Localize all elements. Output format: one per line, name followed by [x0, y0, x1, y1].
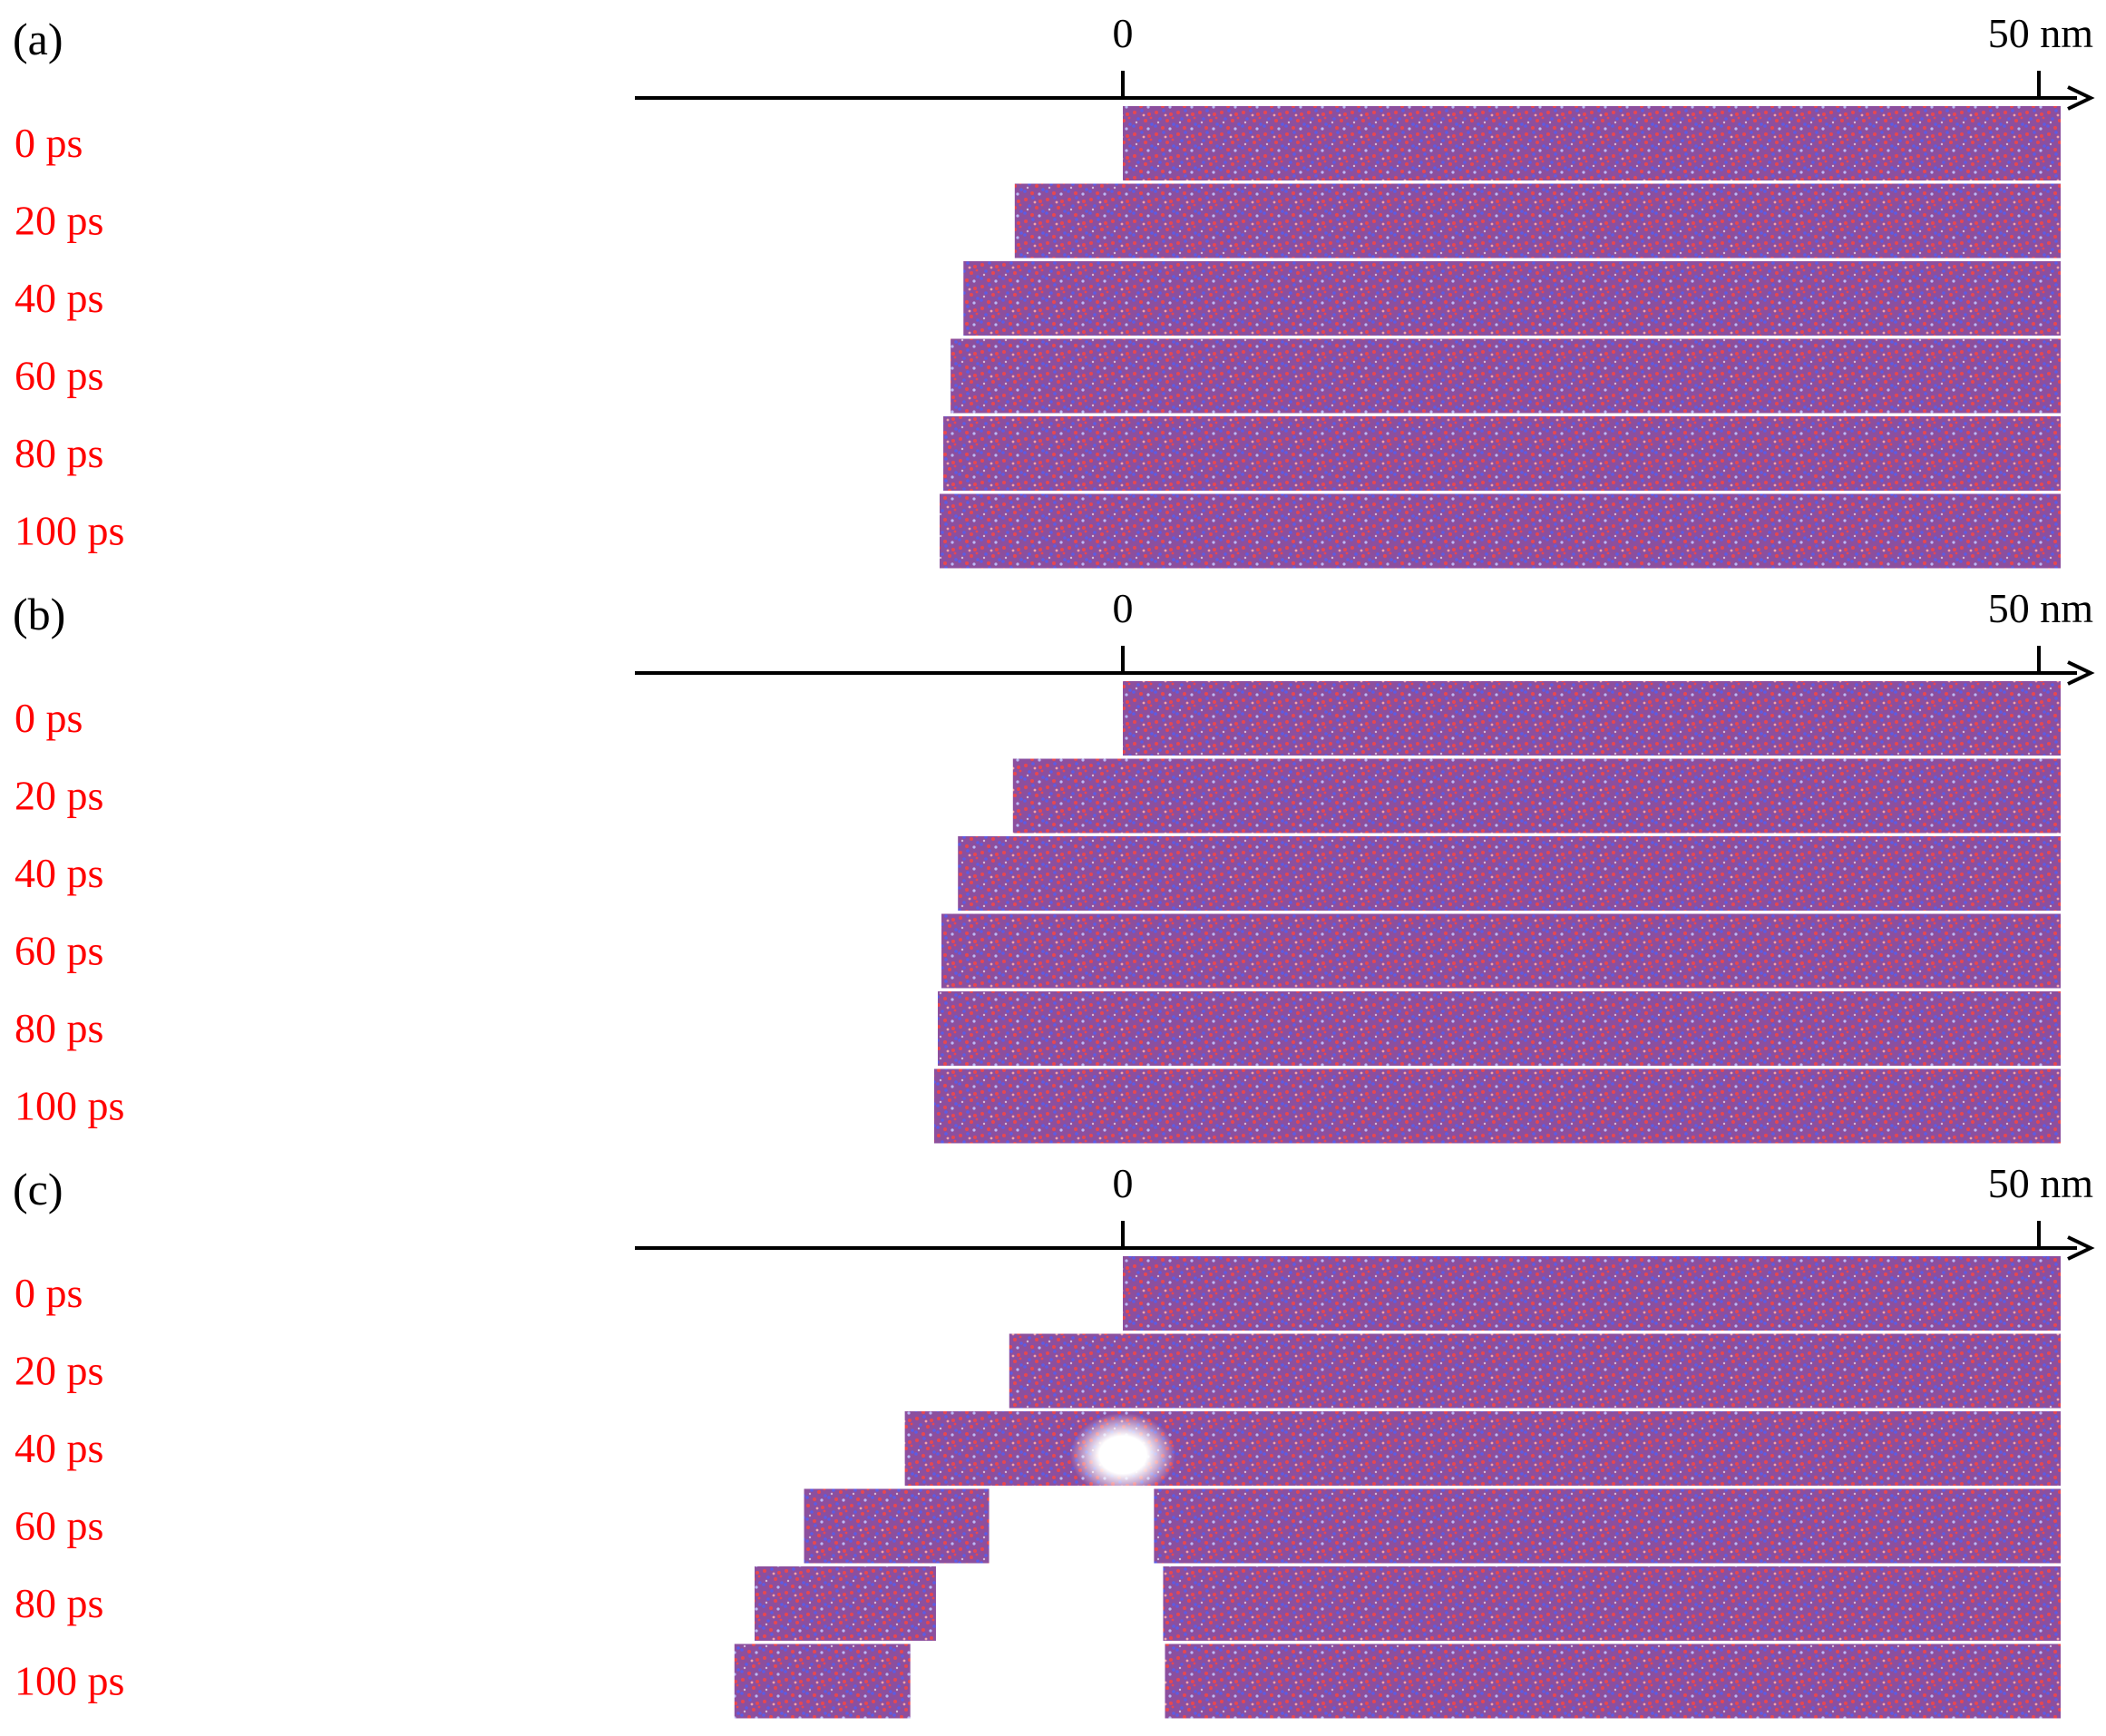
atom-slab: [1123, 1256, 2061, 1331]
atom-slab: [1012, 758, 2061, 834]
atom-slab: [1123, 681, 2061, 756]
time-label: 100 ps: [15, 1083, 124, 1129]
axis-arrow: [2067, 1235, 2095, 1261]
atom-slab-right: [1154, 1488, 2061, 1564]
tick-end-label: 50 nm: [1988, 10, 2094, 56]
atom-slab: [1009, 1333, 2061, 1409]
atom-slab: [943, 416, 2061, 491]
atom-slab-right: [1165, 1643, 2061, 1719]
panel-letter: (c): [13, 1164, 63, 1214]
atom-slab: [1123, 106, 2061, 180]
atom-slab-left: [754, 1566, 936, 1641]
time-label: 80 ps: [15, 430, 103, 476]
time-label: 40 ps: [15, 1425, 103, 1471]
tick-zero-label: 0: [1113, 585, 1134, 631]
atom-slab-left: [804, 1488, 990, 1564]
time-label: 60 ps: [15, 1503, 103, 1549]
tick-zero-label: 0: [1113, 1160, 1134, 1206]
tick-end-label: 50 nm: [1988, 1160, 2094, 1206]
time-label: 0 ps: [15, 120, 83, 166]
time-label: 60 ps: [15, 353, 103, 399]
time-label: 20 ps: [15, 773, 103, 819]
panel-letter: (a): [13, 14, 63, 64]
atom-slab: [940, 493, 2061, 569]
time-label: 80 ps: [15, 1005, 103, 1051]
atom-slab-right: [1163, 1566, 2061, 1641]
void-bubble: [1070, 1413, 1175, 1497]
time-label: 20 ps: [15, 1348, 103, 1394]
time-label: 100 ps: [15, 1658, 124, 1704]
axis-arrow: [2067, 85, 2095, 111]
time-label: 20 ps: [15, 198, 103, 244]
time-label: 0 ps: [15, 1270, 83, 1316]
time-label: 40 ps: [15, 275, 103, 321]
atom-slab: [951, 338, 2061, 414]
time-label: 80 ps: [15, 1580, 103, 1626]
atom-slab-left: [734, 1643, 911, 1719]
atom-slab: [958, 836, 2061, 911]
panel: (b) 0 50 nm 0 ps 20 ps 40 ps 60 ps 80 ps 100 ps: [13, 585, 2095, 1144]
time-label: 60 ps: [15, 928, 103, 974]
time-label: 0 ps: [15, 695, 83, 741]
panel-letter: (b): [13, 589, 65, 639]
atom-slab: [933, 1068, 2061, 1144]
panel: (a) 0 50 nm 0 ps 20 ps 40 ps 60 ps 80 ps 100 ps: [13, 10, 2095, 569]
tick-zero-label: 0: [1113, 10, 1134, 56]
time-label: 40 ps: [15, 850, 103, 896]
panel: (c) 0 50 nm 0 ps 20 ps 40 ps 60 ps 80 ps 100 ps: [13, 1160, 2095, 1719]
atom-slab: [1014, 183, 2061, 258]
atom-slab: [941, 913, 2061, 989]
time-label: 100 ps: [15, 508, 124, 554]
tick-end-label: 50 nm: [1988, 585, 2094, 631]
atom-slab: [937, 991, 2061, 1066]
atom-slab: [963, 261, 2061, 336]
axis-arrow: [2067, 660, 2095, 686]
